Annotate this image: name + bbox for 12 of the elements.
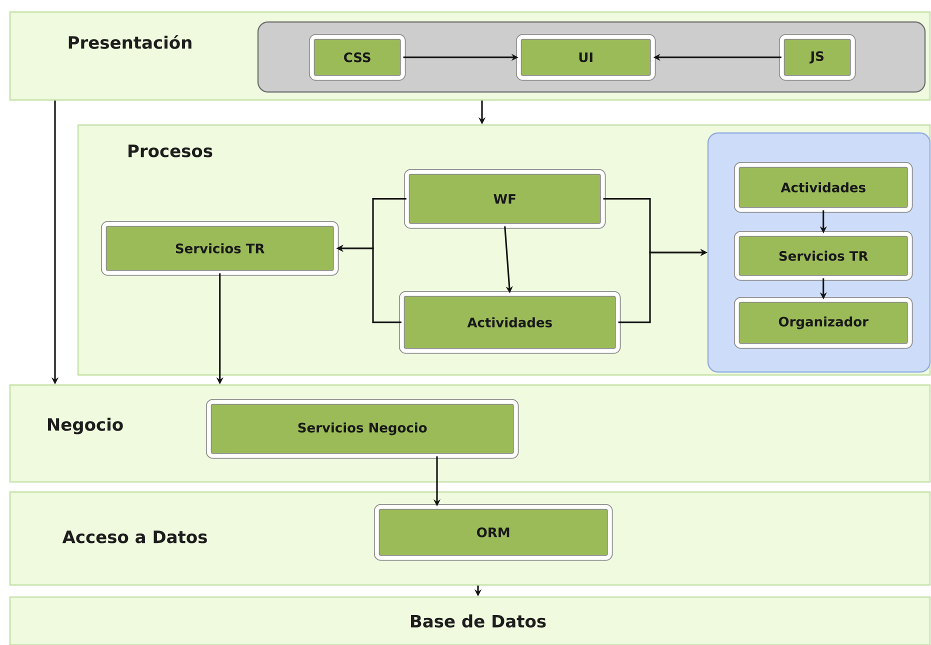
- component-box: Servicios Negocio: [206, 398, 519, 459]
- component-box: Actividades: [734, 162, 913, 213]
- layer-band: Base de Datos: [9, 596, 931, 645]
- component-box: Servicios TR: [100, 220, 339, 276]
- component-box: JS: [778, 34, 856, 81]
- component-box: ORM: [374, 504, 613, 561]
- component-box: UI: [516, 34, 656, 81]
- component-box: Actividades: [398, 290, 621, 354]
- component-box: CSS: [308, 34, 406, 81]
- component-box: Servicios TR: [734, 230, 913, 281]
- component-box: Organizador: [734, 296, 913, 349]
- component-box: WF: [404, 168, 606, 229]
